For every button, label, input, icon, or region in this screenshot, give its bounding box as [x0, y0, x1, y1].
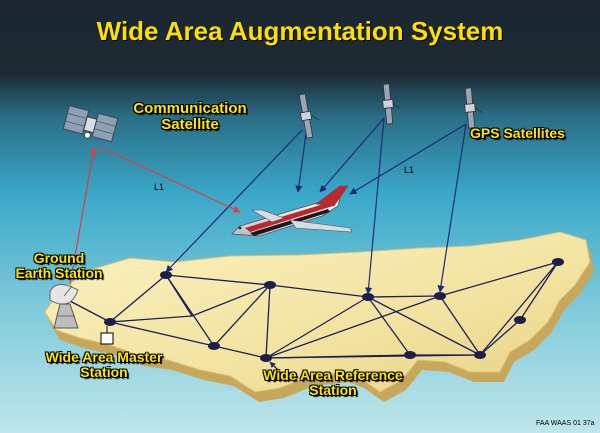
ground-earth-station-dish-icon [49, 284, 79, 329]
station-node [260, 354, 272, 362]
station-node [104, 318, 116, 326]
station-node [434, 292, 446, 300]
diagram-title: Wide Area Augmentation System [96, 16, 504, 46]
station-node [264, 281, 276, 289]
reference-station-nodes [104, 258, 564, 362]
wide-area-master-station-label: Wide Area Master Station [45, 349, 163, 380]
station-node [160, 271, 172, 279]
station-node [208, 342, 220, 350]
wide-area-reference-station-label: Wide Area Reference Station [263, 367, 403, 398]
reference-station-pointer [269, 361, 281, 373]
gps-satellite-icon [464, 87, 483, 129]
gps-satellite-icon [382, 83, 401, 125]
l1-signal-label-right: L1 [404, 165, 415, 175]
gps-signal-lines [165, 117, 467, 295]
l1-signal-label-left: L1 [154, 182, 165, 192]
geo-signal-lines [69, 145, 241, 286]
station-node [362, 293, 374, 301]
network-lines [67, 261, 559, 359]
station-node [474, 351, 486, 359]
figure-code: FAA WAAS 01 37a [536, 420, 595, 427]
station-node [514, 316, 526, 324]
gps-satellites-label: GPS Satellites [470, 125, 565, 141]
airplane-icon [231, 185, 353, 237]
station-node [552, 258, 564, 266]
station-node [404, 351, 416, 359]
ground-earth-station-label: Ground Earth Station [15, 250, 103, 281]
gps-satellite-icon [298, 93, 320, 139]
communication-satellite-icon [62, 104, 119, 143]
usa-landmass [44, 231, 594, 402]
master-station-icon [100, 332, 114, 345]
communication-satellite-label: Communication Satellite [133, 100, 247, 133]
